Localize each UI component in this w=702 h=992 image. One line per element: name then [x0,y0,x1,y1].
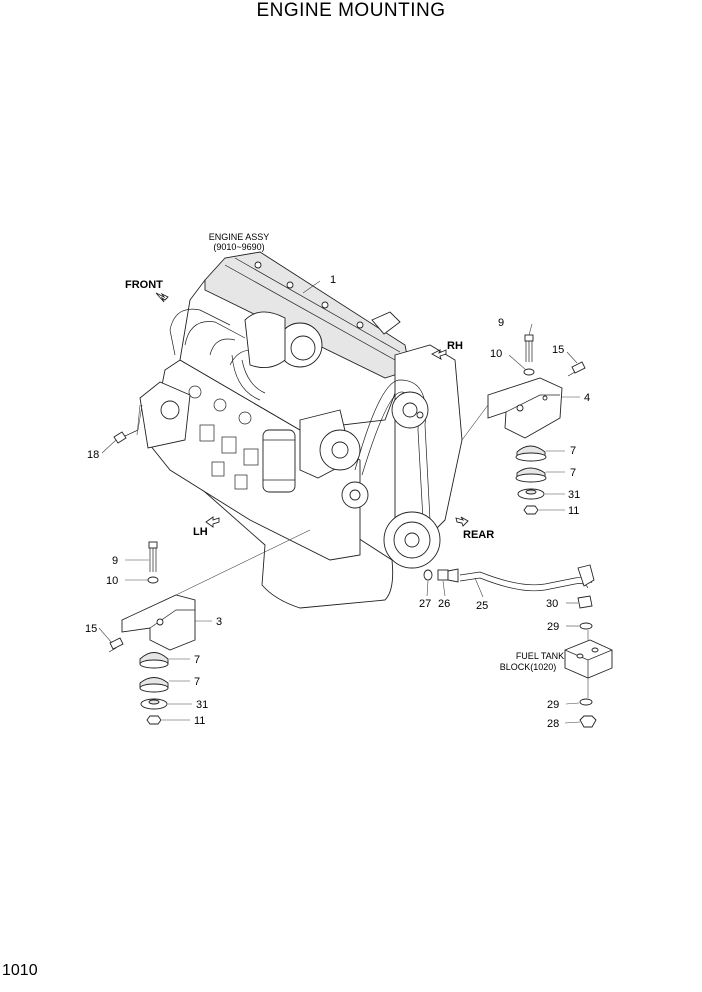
lh-arrow-icon [205,516,220,528]
callout-1[interactable]: 1 [330,274,336,286]
front-arrow-icon [155,292,169,303]
callout-rh-9[interactable]: 9 [498,317,504,329]
callout-25[interactable]: 25 [476,600,488,612]
direction-rear-label: REAR [463,529,494,541]
direction-front-label: FRONT [125,279,163,291]
callout-30[interactable]: 30 [546,598,558,610]
callout-rh-11[interactable]: 11 [568,505,579,517]
bolt-18[interactable] [113,429,139,444]
callout-rh-31[interactable]: 31 [568,489,580,501]
callout-29b[interactable]: 29 [547,699,559,711]
callout-rh-4[interactable]: 4 [584,392,590,404]
direction-lh-label: LH [193,526,208,538]
callout-lh-31[interactable]: 31 [196,699,208,711]
fuel-tank-label: FUEL TANK [516,651,564,661]
fuel-tank-block-ref: BLOCK(1020) [500,662,557,672]
page-number: 1010 [2,962,38,979]
callout-29a[interactable]: 29 [547,621,559,633]
callout-lh-10[interactable]: 10 [106,575,118,587]
engine-assembly[interactable] [139,251,463,609]
callout-27[interactable]: 27 [419,598,431,610]
callout-rh-10[interactable]: 10 [490,348,502,360]
callout-rh-15[interactable]: 15 [552,344,564,356]
fuel-tank-block[interactable] [564,622,613,728]
callout-lh-7a[interactable]: 7 [194,654,200,666]
engine-assy-range: (9010~9690) [213,242,264,252]
engine-assy-label: ENGINE ASSY [209,232,270,242]
leader-lines [98,280,589,724]
callout-28[interactable]: 28 [547,718,559,730]
callout-lh-11[interactable]: 11 [194,715,205,727]
callout-rh-7b[interactable]: 7 [570,467,576,479]
direction-rh-label: RH [447,340,463,352]
callout-lh-15[interactable]: 15 [85,623,97,635]
callout-18[interactable]: 18 [87,449,99,461]
callout-26[interactable]: 26 [438,598,450,610]
callout-lh-3[interactable]: 3 [216,616,222,628]
rear-arrow-icon [455,516,469,527]
callout-lh-7b[interactable]: 7 [194,676,200,688]
callout-rh-7a[interactable]: 7 [570,445,576,457]
direction-arrows [155,292,469,528]
fuel-line[interactable] [423,564,595,609]
rh-arrow-icon [431,349,447,360]
callout-lh-9[interactable]: 9 [112,555,118,567]
page-title: ENGINE MOUNTING [256,0,446,21]
rh-mount-stack[interactable] [487,334,586,515]
lh-mount-stack[interactable] [108,541,196,725]
